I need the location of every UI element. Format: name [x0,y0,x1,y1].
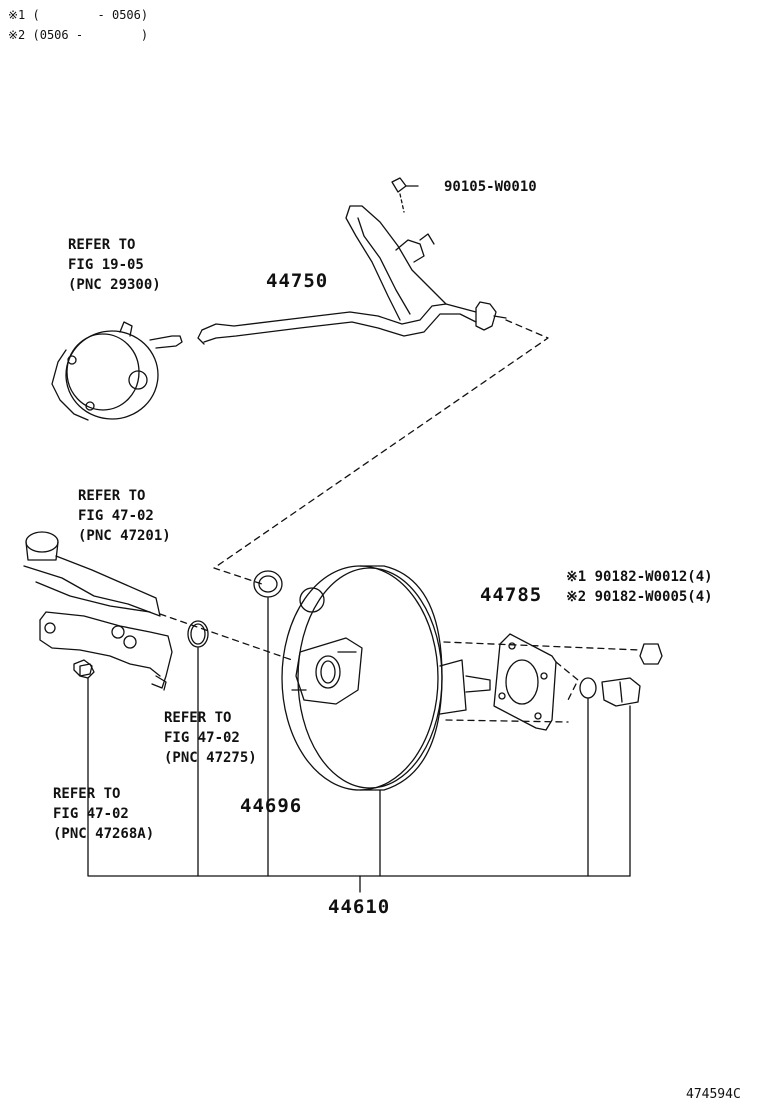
ref-master-cylinder-line2: FIG 47-02 [78,508,154,524]
note-2: ※2 (0506 - ) [8,28,149,42]
seal-drawing [253,570,283,598]
clevis-drawing [579,677,641,707]
part-gasket-label: 44785 [480,584,543,606]
ref-nut-line2: FIG 47-02 [53,806,129,822]
ref-master-cylinder-line3: (PNC 47201) [78,528,171,544]
diagram-id: 474594C [686,1087,741,1102]
ref-vacuum-pump-line3: (PNC 29300) [68,277,161,293]
part-nut1-label: ※1 90182-W0012(4) [566,569,713,585]
vacuum-hose-drawing [197,205,507,345]
ref-vacuum-pump-line2: FIG 19-05 [68,257,144,273]
nut-drawing [639,643,663,665]
part-hose-label: 44750 [266,270,329,292]
ref-o-ring-line2: FIG 47-02 [164,730,240,746]
part-booster-label: 44610 [328,896,391,918]
ref-vacuum-pump-line1: REFER TO [68,237,136,253]
vacuum-pump-drawing [51,321,183,421]
master-cylinder-drawing [23,531,173,691]
o-ring-drawing [187,620,209,648]
ref-o-ring-line3: (PNC 47275) [164,750,257,766]
ref-nut-line1: REFER TO [53,786,121,802]
part-seal-label: 44696 [240,795,303,817]
part-nut2-label: ※2 90182-W0005(4) [566,589,713,605]
ref-master-cylinder-line1: REFER TO [78,488,146,504]
brake-booster-drawing [281,565,491,791]
gasket-drawing [493,633,557,731]
note-1: ※1 ( - 0506) [8,8,149,22]
ref-o-ring-line1: REFER TO [164,710,232,726]
part-clip-label: 90105-W0010 [444,179,537,195]
ref-nut-line3: (PNC 47268A) [53,826,155,842]
clip-drawing [391,177,419,213]
